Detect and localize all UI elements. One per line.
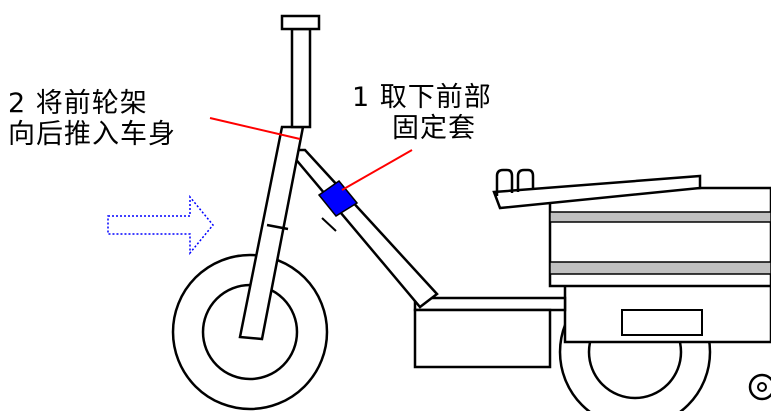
battery-pack bbox=[548, 186, 771, 288]
front-fork bbox=[238, 125, 305, 341]
seat-plate bbox=[492, 174, 702, 210]
callout-step-number: 1 bbox=[352, 82, 371, 113]
deck-base bbox=[413, 308, 552, 369]
callout-step-number: 2 bbox=[8, 88, 27, 119]
front-fixing-sleeve bbox=[317, 179, 359, 217]
leader-line-2 bbox=[209, 117, 301, 140]
rear-grip bbox=[495, 168, 535, 196]
deck bbox=[413, 296, 567, 312]
callout-push-fork-back: 2 将前轮架 向后推入车身 bbox=[8, 88, 176, 150]
callout-line-1: 取下前部 bbox=[379, 82, 492, 113]
callout-line-2: 固定套 bbox=[392, 113, 476, 144]
leader-line-1 bbox=[341, 149, 413, 191]
battery-stripe-upper bbox=[549, 211, 771, 223]
sleeve-clamp-line bbox=[321, 217, 337, 232]
handlebar-cap bbox=[280, 14, 321, 31]
steering-column bbox=[290, 27, 312, 129]
push-arrow-icon bbox=[107, 194, 214, 256]
battery-stripe-lower bbox=[549, 261, 771, 275]
callout-line-1: 将前轮架 bbox=[35, 88, 148, 119]
caster-wheel bbox=[748, 373, 771, 401]
callout-line-2: 向后推入车身 bbox=[8, 119, 176, 150]
callout-remove-fixing-sleeve: 1 取下前部 固定套 bbox=[352, 82, 492, 144]
motor-cover bbox=[621, 309, 703, 336]
fork-joint bbox=[266, 223, 289, 231]
